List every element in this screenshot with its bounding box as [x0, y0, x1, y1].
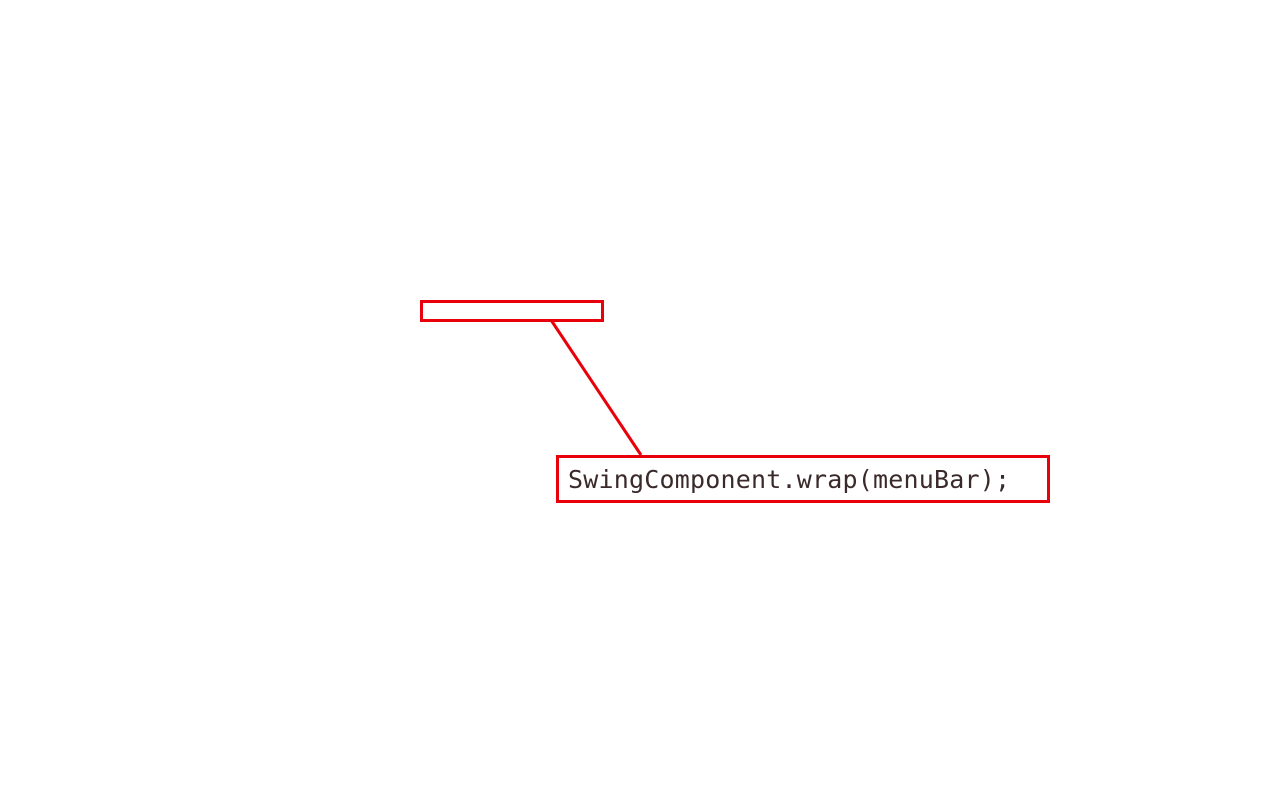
code-label: SwingComponent.wrap(menuBar); — [568, 464, 1011, 494]
highlighted-region-box — [420, 300, 604, 322]
code-callout-box: SwingComponent.wrap(menuBar); — [556, 455, 1050, 503]
